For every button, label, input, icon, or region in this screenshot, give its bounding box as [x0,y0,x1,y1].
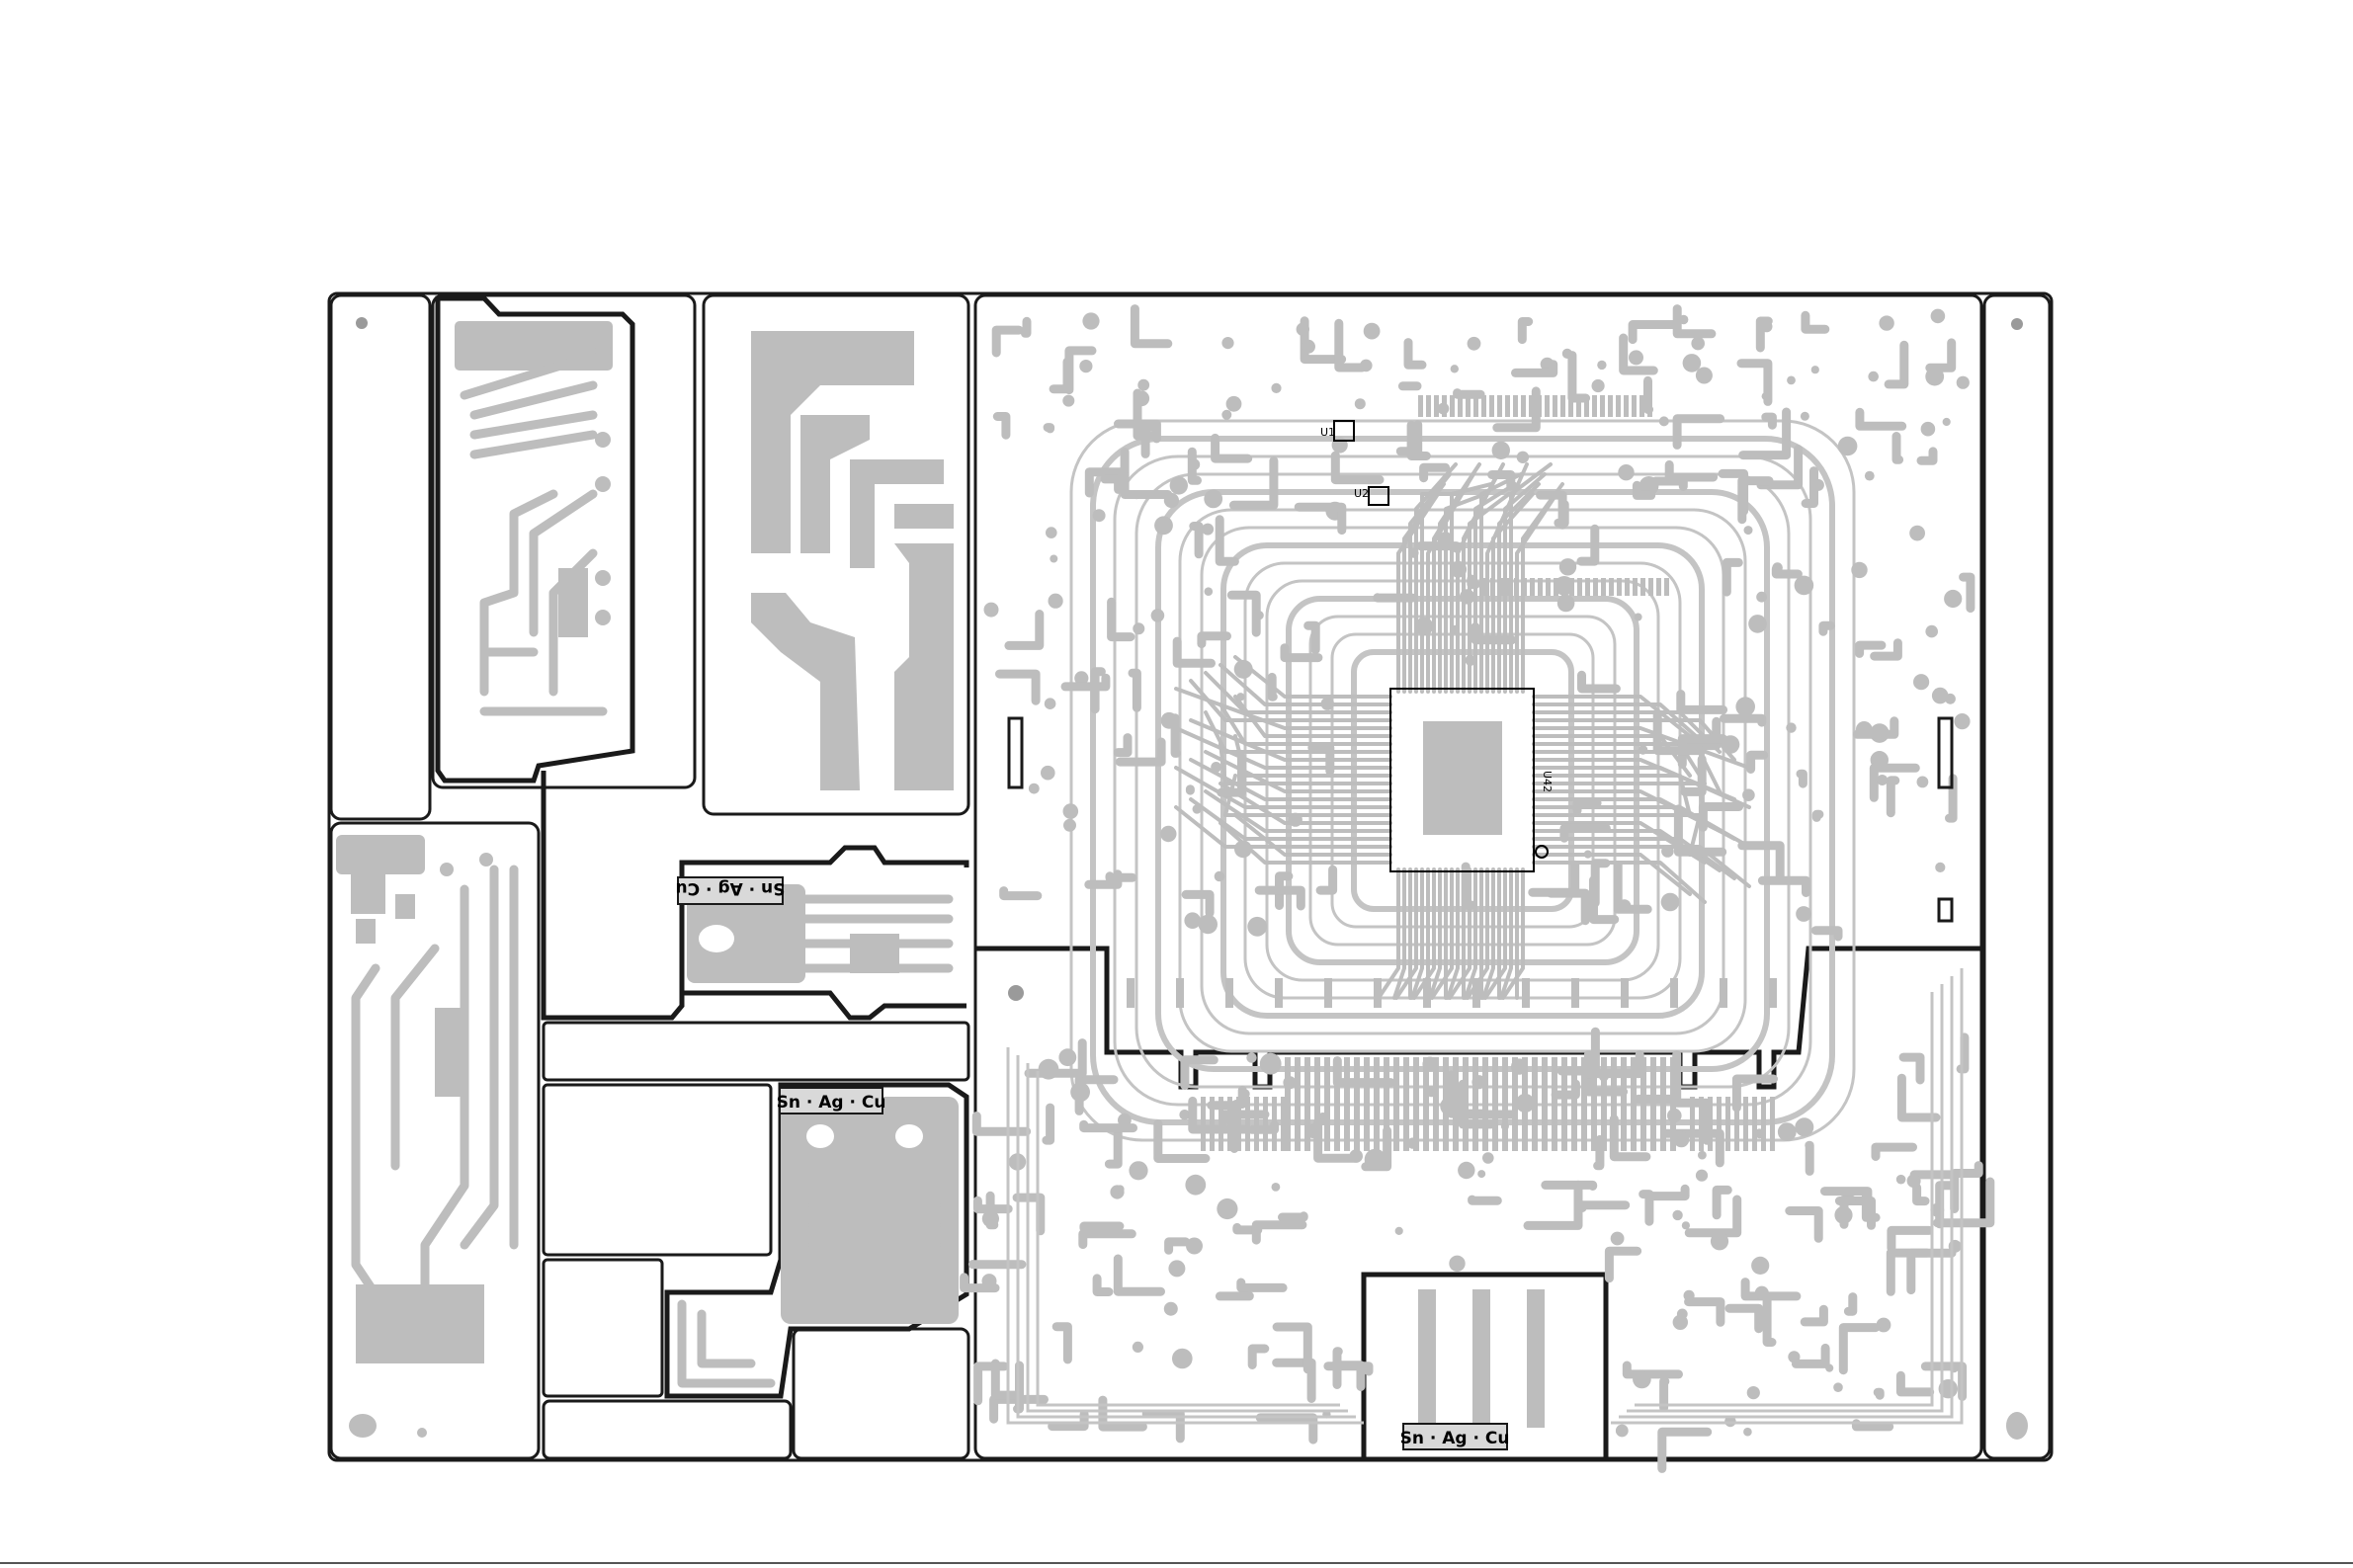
alloy-label-top: Sn · Ag · Cu [676,877,786,904]
svg-text:Sn · Ag · Cu: Sn · Ag · Cu [1400,1429,1510,1448]
svg-text:Sn · Ag · Cu: Sn · Ag · Cu [676,878,786,898]
copper-left-strip [336,317,514,1438]
copper-middle-lower-module [682,1097,959,1383]
alloy-label-middle: Sn · Ag · Cu [777,1088,886,1114]
component-u1-ref: U1 [1320,426,1335,439]
copper-upper-middle-module [751,331,954,790]
svg-text:Sn · Ag · Cu: Sn · Ag · Cu [777,1093,886,1113]
copper-upper-left-module [455,321,613,711]
ic-u42: U42 [1390,689,1554,871]
alloy-label-bottom: Sn · Ag · Cu [1400,1424,1510,1449]
module-cut-lines [438,298,1981,1460]
ic-u42-ref: U42 [1541,771,1554,792]
bottom-connector-pads [1418,1289,1545,1428]
component-u2-ref: U2 [1354,487,1369,500]
